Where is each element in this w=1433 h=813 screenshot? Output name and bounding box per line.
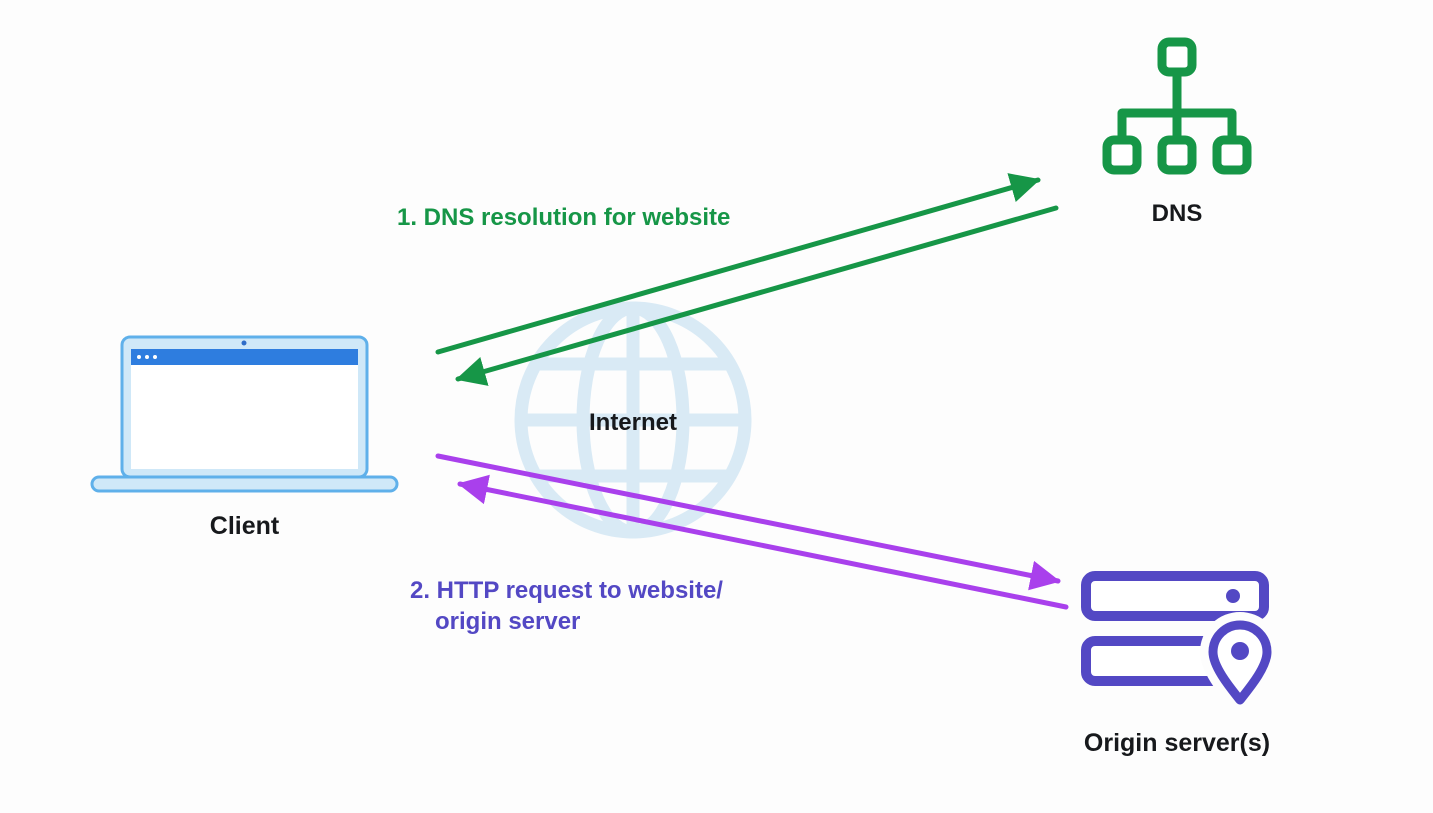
location-pin-icon <box>1200 612 1280 713</box>
http-request-flow-label-line1: 2. HTTP request to website/ <box>410 577 723 604</box>
dns-resolution-arrows <box>435 173 1059 386</box>
dns-icon <box>1102 37 1252 175</box>
origin-server-label: Origin server(s) <box>1083 729 1271 757</box>
http-request-flow-label-line2: origin server <box>435 608 581 635</box>
client-laptop-icon <box>90 335 399 493</box>
dns-resolution-flow-label: 1. DNS resolution for website <box>397 204 731 231</box>
dns-label: DNS <box>1151 200 1203 227</box>
internet-label: Internet <box>588 409 677 436</box>
http-request-flow-label: 2. HTTP request to website/ origin serve… <box>410 575 723 637</box>
http-request-arrows <box>435 453 1069 610</box>
origin-server-icon <box>1081 571 1280 713</box>
client-label: Client <box>209 512 280 540</box>
internet-globe-icon <box>514 301 752 539</box>
